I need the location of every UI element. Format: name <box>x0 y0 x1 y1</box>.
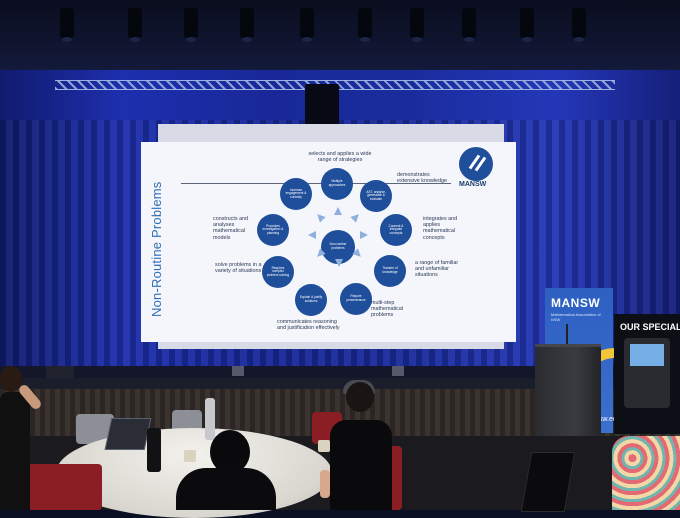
microphone-icon <box>566 324 568 346</box>
slide-title: Non-Routine Problems <box>149 181 164 317</box>
chair <box>28 464 102 510</box>
stage-light-icon <box>184 8 198 42</box>
slide-label: multi-step mathematical problems <box>371 300 404 319</box>
attendee-head <box>346 382 374 412</box>
stage-light-icon <box>358 8 372 42</box>
stage-light-icon <box>410 8 424 42</box>
stage-light-icon <box>240 8 254 42</box>
lectern <box>535 344 601 449</box>
cup <box>184 450 196 462</box>
title-divider <box>181 183 451 184</box>
attendee-body <box>330 420 392 510</box>
banner-title: MANSW <box>551 296 601 310</box>
attendee-body <box>176 468 276 510</box>
stage-edge <box>0 378 680 390</box>
stage-light-icon <box>520 8 534 42</box>
stage-light-icon <box>572 8 586 42</box>
slide-label: communicates reasoning and justification… <box>277 319 340 332</box>
diagram-node: Increase engagement & curiosity <box>280 178 312 210</box>
banner-subtitle: Mathematical Association of NSW <box>551 312 601 322</box>
attendee-floral-shirt <box>612 436 680 510</box>
slide-label: demonstrates extensive knowledge <box>397 172 448 185</box>
attendee-arm <box>320 470 330 498</box>
slide-label: a range of familiar and unfamiliar situa… <box>415 260 459 279</box>
floor-monitor <box>46 366 74 378</box>
laptop <box>104 418 152 450</box>
attendee-body <box>0 392 30 510</box>
slide-label: selects and applies a wide range of stra… <box>308 151 372 164</box>
banner-url: nsw.edu.au <box>595 416 631 423</box>
diagram-node: Require perseverance <box>340 283 372 315</box>
diagram-node: Multiple approaches <box>321 168 353 200</box>
cup <box>318 440 330 452</box>
stage-lip <box>0 366 680 380</box>
arrow-icon <box>314 211 326 223</box>
attendee-head <box>210 430 250 474</box>
diagram-node: Connect & integrate concepts <box>380 214 412 246</box>
attendee-head <box>0 366 22 392</box>
thermos <box>205 398 215 440</box>
floor-light-icon <box>232 366 244 376</box>
arrow-up-icon <box>334 207 342 215</box>
stage-light-icon <box>60 8 74 42</box>
calculator-icon <box>624 338 670 408</box>
diagram-node: Transfer of knowledge <box>374 255 406 287</box>
arrow-right-icon <box>360 231 368 239</box>
diagram-node: Promotes investigation & planning <box>257 214 289 246</box>
diagram-node: Explain & justify solutions <box>295 284 327 316</box>
arrow-left-icon <box>308 231 316 239</box>
mansw-logo-icon <box>459 147 493 181</box>
center-node: Non-routine problems <box>321 230 355 264</box>
arrow-down-icon <box>335 259 343 267</box>
stage-light-icon <box>128 8 142 42</box>
diagram-node: Requires complex problem solving <box>262 256 294 288</box>
ceiling <box>0 0 680 70</box>
sign-text: OUR SPECIAL fx <box>620 322 680 332</box>
floor-light-icon <box>392 366 404 376</box>
slide-label: solve problems in a variety of situation… <box>215 262 262 275</box>
slide-label: constructs and analyses mathematical mod… <box>213 216 249 241</box>
calculator-sign: OUR SPECIAL fx <box>614 314 680 434</box>
water-bottle <box>147 428 161 472</box>
diagram-node: AST, analyse, generalise & evaluate <box>360 180 392 212</box>
stage-light-icon <box>300 8 314 42</box>
stage-light-icon <box>462 8 476 42</box>
slide-label: integrates and applies mathematical conc… <box>423 216 458 241</box>
slide-logo-text: MANSW <box>459 181 487 188</box>
arrow-icon <box>350 211 362 223</box>
presentation-slide: Non-Routine Problems MANSW Non-routine p… <box>141 142 516 342</box>
